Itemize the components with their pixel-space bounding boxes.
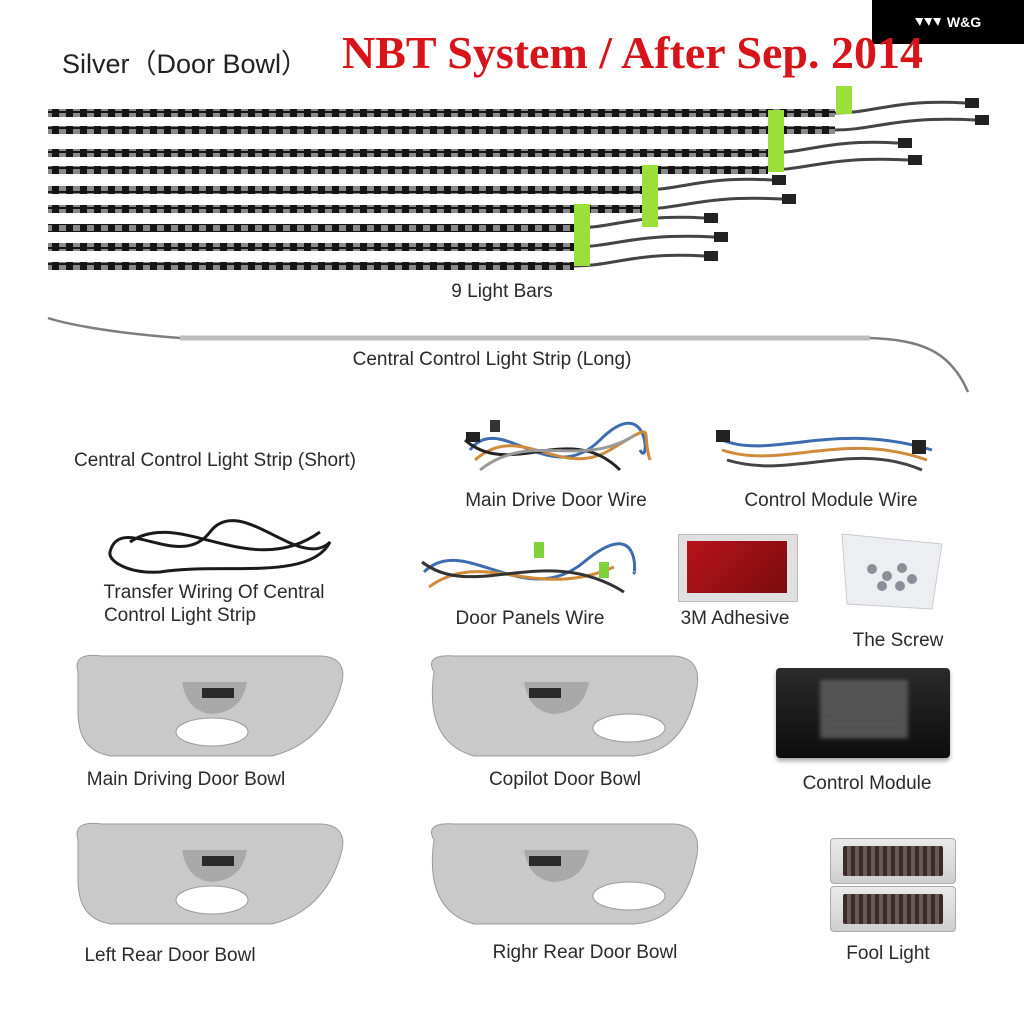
green-tag-4 (574, 204, 590, 266)
light-bars-label: 9 Light Bars (451, 281, 553, 302)
control-module-label: Control Module (802, 773, 932, 794)
main-drive-wire-image (464, 420, 652, 472)
copilot-door-bowl-image (431, 655, 699, 757)
right-rear-door-bowl-image (431, 823, 699, 925)
green-tag-3 (642, 165, 658, 227)
light-bars-illustration (47, 86, 989, 393)
left-rear-door-bowl-image (76, 822, 344, 925)
adhesive-label: 3M Adhesive (680, 608, 790, 629)
control-module-wire-label: Control Module Wire (744, 490, 918, 511)
left-rear-door-bowl-label: Left Rear Door Bowl (84, 945, 256, 966)
brand-logo: W&G (872, 0, 1024, 44)
light-bar-8 (48, 243, 574, 251)
door-panels-wire-image (421, 542, 637, 594)
page-title: NBT System / After Sep. 2014 (342, 27, 923, 78)
brand-wings-icon (914, 18, 941, 26)
transfer-wiring-label-line1: Transfer Wiring Of Central (103, 582, 325, 603)
transfer-wiring-label-line2: Control Light Strip (103, 605, 257, 626)
copilot-door-bowl-label: Copilot Door Bowl (488, 769, 642, 790)
product-variant-label: Silver（Door Bowl） (62, 49, 309, 79)
green-tag-1 (836, 86, 852, 114)
central-short-strip-label: Central Control Light Strip (Short) (74, 450, 356, 471)
light-bar-2 (48, 126, 835, 134)
door-panels-wire-label: Door Panels Wire (455, 608, 605, 629)
light-bar-7 (48, 224, 574, 232)
light-bar-5 (48, 186, 642, 194)
control-module-image (776, 668, 950, 758)
right-rear-door-bowl-label: Righr Rear Door Bowl (492, 942, 678, 963)
screw-label: The Screw (852, 630, 944, 651)
transfer-wiring-image (108, 519, 332, 574)
light-bar-1 (48, 109, 835, 117)
foot-light-label: Fool Light (846, 943, 930, 964)
light-bar-9 (48, 262, 574, 270)
foot-light-image-2 (830, 886, 956, 932)
green-tag-2 (768, 110, 784, 172)
main-drive-wire-label: Main Drive Door Wire (465, 490, 647, 511)
adhesive-tape-image (678, 534, 798, 602)
main-driving-door-bowl-label: Main Driving Door Bowl (86, 769, 286, 790)
light-bar-4 (48, 166, 768, 174)
light-bar-6 (48, 205, 642, 213)
control-module-wire-image (716, 430, 933, 472)
foot-light-image-1 (830, 838, 956, 884)
brand-text: W&G (946, 14, 982, 30)
screws-bag-image (841, 533, 943, 610)
main-driving-door-bowl-image (76, 654, 344, 757)
central-long-strip-label: Central Control Light Strip (Long) (352, 349, 632, 370)
light-bar-3 (48, 149, 768, 157)
